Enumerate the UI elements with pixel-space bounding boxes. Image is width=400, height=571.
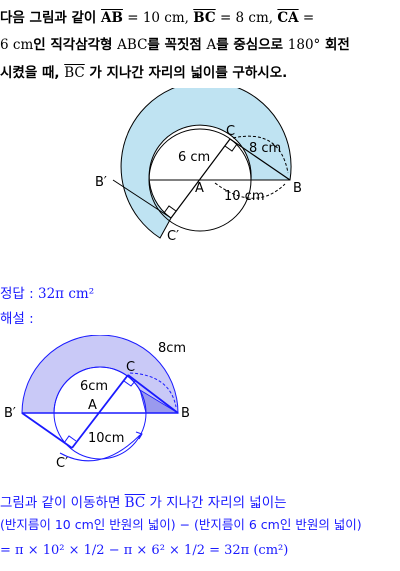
problem-text: 를 중심으로	[216, 37, 288, 53]
right-angle-mark	[224, 143, 238, 152]
solution-text: 그림과 같이 이동하면	[0, 495, 125, 511]
figure-2: 8cm C 6cm B′ A B 10cm C′	[4, 335, 190, 471]
segment-bc: BC	[124, 495, 146, 511]
segment-bc: BC	[64, 65, 85, 81]
triangle-name: ABC	[117, 37, 148, 53]
label-6cm: 6cm	[80, 379, 108, 394]
rotation-angle: 180°	[287, 37, 321, 53]
length-ca: 6 cm	[0, 37, 34, 53]
solution-line-3: = π × 10² × 1/2 − π × 6² × 1/2 = 32π (cm…	[0, 543, 288, 558]
segment-bc	[229, 138, 291, 181]
answer-label: 정답 :	[0, 286, 38, 302]
explanation-label-text: 해설 :	[0, 311, 34, 327]
label-b: B	[181, 406, 190, 421]
right-angle-mark-prime	[63, 435, 77, 444]
figure-1: C 8 cm 6 cm B′ A 10 cm B C′	[95, 88, 302, 244]
problem-text: 시켰을 때,	[0, 65, 65, 81]
problem-text: 회전	[320, 37, 350, 53]
length-bc: = 8 cm,	[215, 10, 278, 26]
solution-text: 가 지나간 자리의 넓이는	[145, 495, 287, 511]
problem-line-3: 시켰을 때, BC 가 지나간 자리의 넓이를 구하시오.	[0, 61, 287, 81]
rotation-arc	[232, 135, 289, 174]
segment-c-cprime	[170, 138, 231, 219]
problem-text: 가 지나간 자리의 넓이를 구하시오.	[84, 65, 288, 81]
segment-bc: BC	[193, 10, 216, 26]
right-angle-mark	[123, 379, 137, 387]
segment-bc	[127, 374, 179, 414]
segment-c-cprime	[71, 374, 129, 449]
label-bprime: B′	[95, 175, 107, 190]
solution-formula: = π × 10² × 1/2 − π × 6² × 1/2 = 32π (cm…	[0, 543, 289, 558]
label-10cm: 10 cm	[224, 189, 265, 204]
label-8cm: 8 cm	[249, 141, 281, 156]
label-c: C	[226, 124, 235, 139]
segment-bprime-cprime	[112, 179, 172, 219]
rotation-arc-lower	[214, 182, 286, 199]
label-c: C	[126, 360, 135, 375]
label-8cm: 8cm	[158, 341, 186, 356]
label-cprime: C′	[167, 229, 179, 244]
equals-sign: =	[298, 10, 315, 26]
solution-line-2: (반지름이 10 cm인 반원의 넓이) − (반지름이 6 cm인 반원의 넓…	[0, 514, 362, 533]
label-10cm: 10cm	[88, 431, 124, 446]
dashed-arc	[129, 372, 177, 408]
explanation-label: 해설 :	[0, 307, 34, 327]
label-6cm: 6 cm	[178, 150, 210, 165]
right-angle-mark-prime	[163, 205, 177, 214]
length-ab: = 10 cm,	[122, 10, 194, 26]
label-b: B	[293, 181, 302, 196]
label-a: A	[88, 398, 97, 413]
label-cprime: C′	[56, 456, 68, 471]
solution-line-1: 그림과 같이 이동하면 BC 가 지나간 자리의 넓이는	[0, 491, 287, 511]
label-bprime: B′	[4, 406, 16, 421]
ring-region	[120, 88, 292, 239]
problem-text: 다음 그림과 같이	[0, 10, 102, 26]
segment-ca: CA	[277, 10, 299, 26]
segment-ab: AB	[101, 10, 123, 26]
answer-line: 정답 : 32π cm²	[0, 282, 94, 302]
problem-line-2: 6 cm인 직각삼각형 ABC를 꼭짓점 A를 중심으로 180° 회전	[0, 33, 350, 53]
vertex-a: A	[206, 37, 217, 53]
solution-formula-words: (반지름이 10 cm인 반원의 넓이) − (반지름이 6 cm인 반원의 넓…	[0, 517, 362, 532]
segment-bprime-cprime	[21, 412, 73, 449]
rotation-arrow	[59, 434, 141, 462]
problem-text: 인 직각삼각형	[33, 37, 118, 53]
problem-line-1: 다음 그림과 같이 AB = 10 cm, BC = 8 cm, CA =	[0, 6, 314, 26]
answer-value: 32π cm²	[37, 286, 95, 302]
problem-text: 를 꼭짓점	[147, 37, 207, 53]
label-a: A	[195, 181, 204, 196]
rotation-arrow-head	[135, 431, 143, 440]
